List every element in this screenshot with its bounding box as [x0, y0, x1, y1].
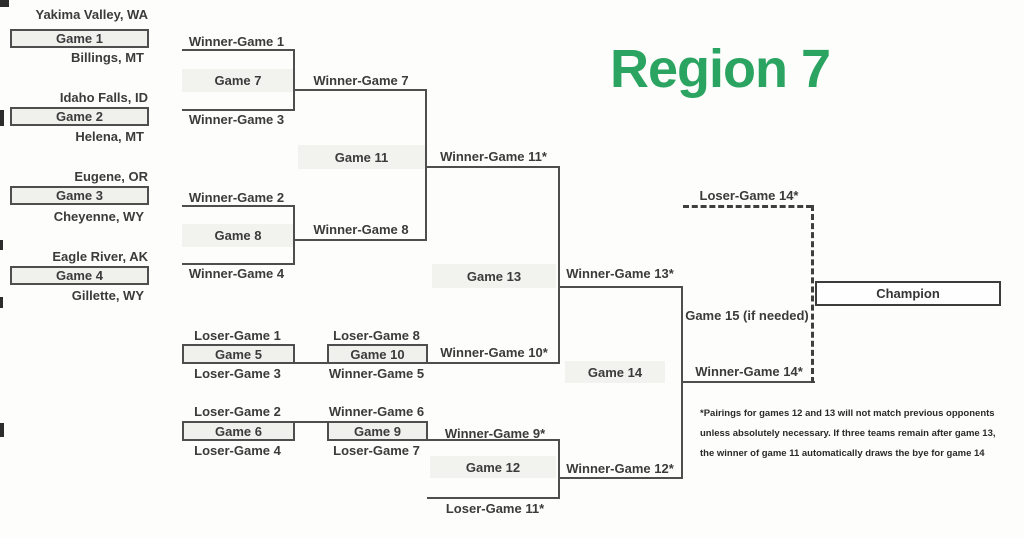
round1-match3-bottom-team: Cheyenne, WY: [53, 209, 144, 224]
game7-bottom-slot-label: Winner-Game 3: [188, 112, 285, 127]
game5-box: Game 5: [182, 344, 295, 364]
round1-match1-bottom-team: Billings, MT: [71, 50, 144, 65]
game7-label: Game 7: [182, 69, 294, 92]
game11-winner-label: Winner-Game 11*: [440, 149, 547, 164]
game3-box: Game 3: [10, 186, 149, 205]
bracket-line: [558, 286, 683, 288]
game13-winner-label: Winner-Game 13*: [566, 266, 674, 281]
bracket-line: [182, 205, 294, 207]
game13-label: Game 13: [432, 264, 556, 288]
bracket-line: [425, 166, 560, 168]
game6-top-slot-label: Loser-Game 2: [194, 404, 281, 419]
bracket-line: [293, 89, 427, 91]
game12-label: Game 12: [430, 456, 556, 478]
bracket-line: [182, 109, 294, 111]
bracket-line: [428, 439, 560, 441]
footnote-line-1: *Pairings for games 12 and 13 will not m…: [700, 408, 995, 419]
footnote-line-3: the winner of game 11 automatically draw…: [700, 448, 985, 459]
game1-box: Game 1: [10, 29, 149, 48]
scan-artifact: [0, 423, 4, 437]
game10-bottom-slot-label: Winner-Game 5: [328, 366, 425, 381]
bracket-dashed-line: [683, 205, 812, 208]
game11-label: Game 11: [298, 145, 425, 169]
bracket-line: [293, 239, 427, 241]
game6-bottom-slot-label: Loser-Game 4: [194, 443, 281, 458]
bracket-line: [681, 381, 815, 383]
game8-bottom-slot-label: Winner-Game 4: [188, 266, 285, 281]
bracket-line: [182, 49, 294, 51]
bracket-line: [182, 263, 294, 265]
bracket-dashed-line: [811, 205, 814, 383]
game9-bottom-slot-label: Loser-Game 7: [333, 443, 420, 458]
game5-bottom-slot-label: Loser-Game 3: [194, 366, 281, 381]
game14-winner-label: Winner-Game 14*: [695, 364, 803, 379]
game5-top-slot-label: Loser-Game 1: [194, 328, 281, 343]
bracket-line: [295, 362, 327, 364]
bracket-line: [558, 166, 560, 364]
game8-label: Game 8: [182, 224, 294, 247]
champion-box: Champion: [815, 281, 1001, 306]
round1-match3-top-team: Eugene, OR: [74, 169, 148, 184]
scan-artifact: [0, 297, 3, 308]
game9-winner-label: Winner-Game 9*: [444, 426, 546, 441]
bracket-line: [425, 89, 427, 241]
bracket-line: [428, 362, 558, 364]
round1-match4-bottom-team: Gillette, WY: [71, 288, 144, 303]
game7-winner-label: Winner-Game 7: [313, 73, 409, 88]
game4-box: Game 4: [10, 266, 149, 285]
game15-top-slot-label: Loser-Game 14*: [699, 188, 799, 203]
round1-match2-bottom-team: Helena, MT: [75, 129, 144, 144]
game8-winner-label: Winner-Game 8: [313, 222, 409, 237]
round1-match1-top-team: Yakima Valley, WA: [35, 7, 149, 22]
bracket-line: [293, 49, 295, 111]
scan-artifact: [0, 110, 4, 126]
game14-label: Game 14: [565, 361, 665, 383]
bracket-line: [558, 439, 560, 499]
game12-winner-label: Winner-Game 12*: [566, 461, 674, 476]
scan-artifact: [0, 0, 9, 7]
page-title: Region 7: [609, 39, 831, 99]
round1-match4-top-team: Eagle River, AK: [52, 249, 148, 264]
footnote-line-2: unless absolutely necessary. If three te…: [700, 428, 996, 439]
game9-top-slot-label: Winner-Game 6: [328, 404, 425, 419]
game10-top-slot-label: Loser-Game 8: [333, 328, 420, 343]
round1-match2-top-team: Idaho Falls, ID: [59, 90, 148, 105]
game9-box: Game 9: [327, 421, 428, 441]
game7-top-slot-label: Winner-Game 1: [188, 34, 285, 49]
bracket-line: [293, 205, 295, 265]
game15-label: Game 15 (if needed): [685, 308, 809, 323]
game12-bottom-slot-label: Loser-Game 11*: [445, 501, 545, 516]
game10-box: Game 10: [327, 344, 428, 364]
bracket-line: [295, 421, 327, 423]
bracket-line: [427, 497, 560, 499]
game8-top-slot-label: Winner-Game 2: [188, 190, 285, 205]
game6-box: Game 6: [182, 421, 295, 441]
bracket-line: [558, 477, 683, 479]
game2-box: Game 2: [10, 107, 149, 126]
game10-winner-label: Winner-Game 10*: [440, 345, 548, 360]
scan-artifact: [0, 240, 3, 250]
